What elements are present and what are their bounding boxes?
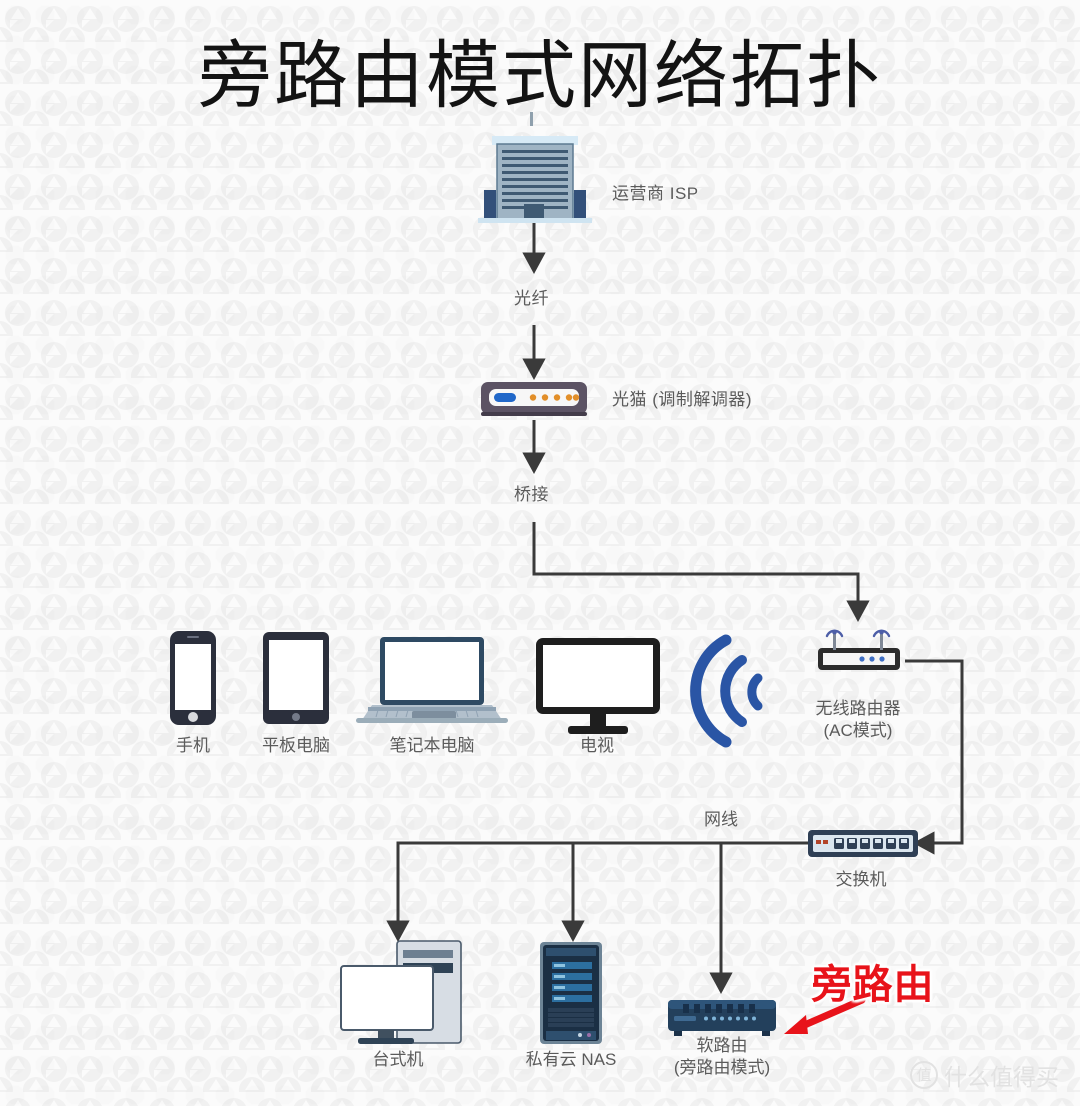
client-label-laptop: 笔记本电脑	[389, 736, 475, 755]
page-title: 旁路由模式网络拓扑	[198, 34, 882, 117]
bypass-router-annotation: 旁路由	[811, 963, 935, 1007]
link-bridge-to-wireless-router	[532, 522, 870, 622]
nas-server-icon	[540, 942, 602, 1044]
isp-label: 运营商 ISP	[612, 184, 699, 203]
wireless-router-icon	[818, 629, 900, 670]
link-switch-to-desktop	[386, 841, 810, 942]
soft-router-icon	[668, 1000, 776, 1036]
wireless-router-label: 无线路由器 (AC模式)	[816, 698, 901, 742]
watermark-logo-icon: 值	[910, 1061, 938, 1089]
television-icon	[536, 638, 660, 734]
wired-label-desktop: 台式机	[372, 1050, 424, 1069]
client-label-tv: 电视	[580, 736, 614, 755]
client-label-tablet: 平板电脑	[262, 736, 330, 755]
tablet-icon	[263, 632, 329, 724]
wifi-waves-icon	[690, 634, 763, 748]
wireless-router-label-line2: (AC模式)	[823, 721, 893, 741]
soft-router-label: 软路由 (旁路由模式)	[674, 1035, 770, 1079]
wired-label-nas: 私有云 NAS	[525, 1050, 617, 1069]
soft-router-label-line2: (旁路由模式)	[673, 1058, 771, 1078]
smartphone-icon	[170, 631, 216, 725]
watermark: 值 什么值得买	[910, 1058, 1059, 1092]
lan-link-label: 网线	[704, 810, 738, 829]
fiber-link-label: 光纤	[514, 289, 549, 308]
modem-label: 光猫 (调制解调器)	[612, 390, 753, 409]
link-wireless-router-to-switch	[905, 659, 964, 855]
desktop-pc-icon	[340, 940, 462, 1044]
soft-router-label-line1: 软路由	[696, 1036, 748, 1055]
wireless-router-label-line1: 无线路由器	[815, 699, 901, 718]
switch-label: 交换机	[835, 870, 887, 889]
bridge-link-label: 桥接	[514, 485, 549, 504]
client-label-phone: 手机	[176, 736, 210, 755]
laptop-icon	[356, 637, 508, 723]
watermark-text: 什么值得买	[944, 1064, 1059, 1090]
